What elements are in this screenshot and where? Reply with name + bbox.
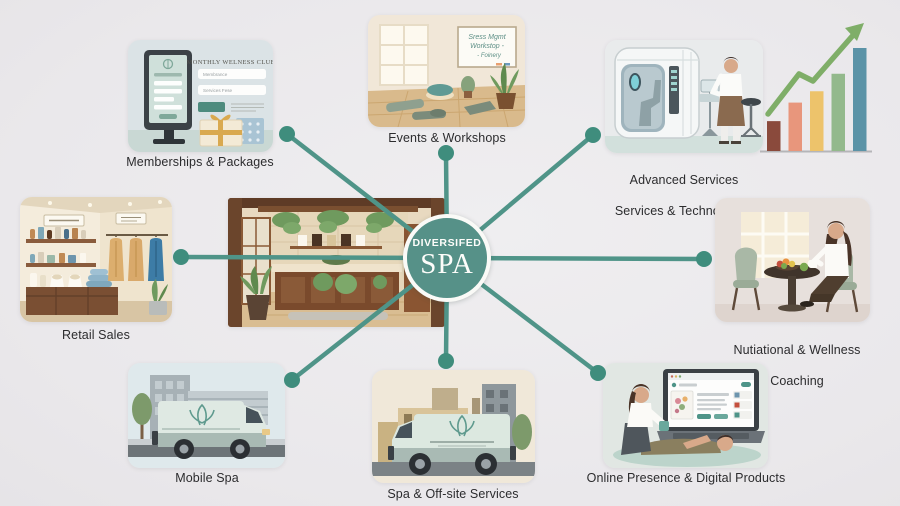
nutrition-illustration bbox=[715, 198, 870, 322]
card-retail bbox=[20, 197, 172, 322]
card-nutrition bbox=[715, 198, 870, 322]
leaf-icon bbox=[449, 414, 475, 437]
shop-sign-right bbox=[115, 212, 147, 225]
leaf-icon bbox=[189, 403, 215, 426]
whiteboard-line-2: Workstop - bbox=[470, 43, 505, 50]
card-online bbox=[603, 363, 768, 468]
retail-illustration bbox=[20, 197, 172, 322]
bar-5 bbox=[853, 48, 867, 151]
whiteboard: Sress Mgmt Workstop - - Foinery bbox=[457, 26, 517, 68]
bar-chart bbox=[760, 23, 872, 153]
related-products-list bbox=[733, 391, 752, 419]
hub-title-main: SPA bbox=[420, 248, 474, 280]
wheels bbox=[174, 439, 250, 459]
label-events: Events & Workshops bbox=[388, 131, 506, 145]
hanging-robes bbox=[106, 234, 168, 281]
signup-kiosk bbox=[144, 50, 192, 144]
laptop bbox=[657, 369, 765, 443]
growth-chart bbox=[756, 20, 876, 165]
signup-button bbox=[198, 102, 225, 112]
card-mobile bbox=[128, 363, 285, 468]
towel-stack bbox=[86, 269, 112, 287]
spa-van bbox=[152, 401, 270, 459]
membership-field-2: Services Fese bbox=[203, 88, 233, 93]
bar-4 bbox=[831, 73, 845, 151]
bar-3 bbox=[810, 91, 824, 151]
plant-corner bbox=[490, 63, 519, 109]
bar-series bbox=[767, 48, 867, 151]
whiteboard-line-3: - Foinery bbox=[477, 53, 502, 59]
client-figure bbox=[641, 435, 733, 455]
label-mobile: Mobile Spa bbox=[175, 471, 239, 485]
product-shelves bbox=[26, 227, 96, 267]
hub-badge: DIVERSIFED SPA bbox=[403, 214, 491, 302]
product-flowers bbox=[674, 396, 688, 414]
card-memberships: MONTHLY WELNESS CLUB Membrance Services … bbox=[128, 40, 273, 152]
bar-2 bbox=[788, 102, 802, 151]
wheels bbox=[409, 453, 497, 475]
buy-button bbox=[697, 414, 711, 419]
small-plant bbox=[461, 76, 475, 94]
stool bbox=[741, 98, 761, 137]
bar-1 bbox=[767, 121, 781, 151]
label-retail: Retail Sales bbox=[62, 328, 130, 342]
label-memberships: Memberships & Packages bbox=[126, 155, 274, 169]
card-advanced bbox=[605, 40, 763, 153]
advanced-services-illustration bbox=[605, 40, 763, 153]
online-illustration bbox=[603, 363, 768, 468]
therapy-pod bbox=[614, 47, 700, 139]
site-cta-button bbox=[741, 382, 751, 387]
gift-icon bbox=[199, 114, 264, 147]
yoga-mats bbox=[386, 84, 496, 120]
label-online: Online Presence & Digital Products bbox=[586, 471, 786, 485]
mobile-spa-illustration bbox=[128, 363, 285, 468]
memberships-illustration: MONTHLY WELNESS CLUB Membrance Services … bbox=[128, 40, 273, 152]
display-cabinet bbox=[26, 269, 118, 315]
label-nutrition: Nutiational & Wellness Coaching bbox=[733, 342, 861, 388]
membership-field-1: Membrance bbox=[203, 72, 228, 77]
chair-left bbox=[731, 247, 761, 311]
card-offsite bbox=[372, 370, 535, 483]
secondary-button bbox=[714, 414, 728, 419]
offsite-van bbox=[388, 414, 516, 475]
equipment-cart bbox=[699, 79, 723, 136]
whiteboard-line-1: Sress Mgmt bbox=[468, 34, 506, 41]
card-events: Sress Mgmt Workstop - - Foinery bbox=[368, 15, 525, 127]
membership-form: MONTHLY WELNESS CLUB Membrance Services … bbox=[187, 59, 273, 112]
fruit-bowl bbox=[775, 258, 809, 272]
window bbox=[379, 24, 429, 86]
offsite-illustration bbox=[372, 370, 535, 483]
massage-oil-jar bbox=[659, 421, 669, 431]
therapist-figure bbox=[621, 384, 669, 455]
potted-plant bbox=[240, 266, 272, 320]
technician-figure bbox=[709, 57, 745, 144]
hanging-plants bbox=[272, 210, 394, 234]
label-offsite: Spa & Off-site Services bbox=[387, 487, 519, 501]
tree bbox=[512, 414, 532, 450]
arrow-up-icon bbox=[765, 23, 864, 117]
corner-plant bbox=[149, 279, 168, 315]
events-illustration: Sress Mgmt Workstop - - Foinery bbox=[368, 15, 525, 127]
coach-figure bbox=[800, 221, 852, 307]
membership-heading: MONTHLY WELNESS CLUB bbox=[187, 59, 273, 66]
tree bbox=[132, 393, 152, 443]
